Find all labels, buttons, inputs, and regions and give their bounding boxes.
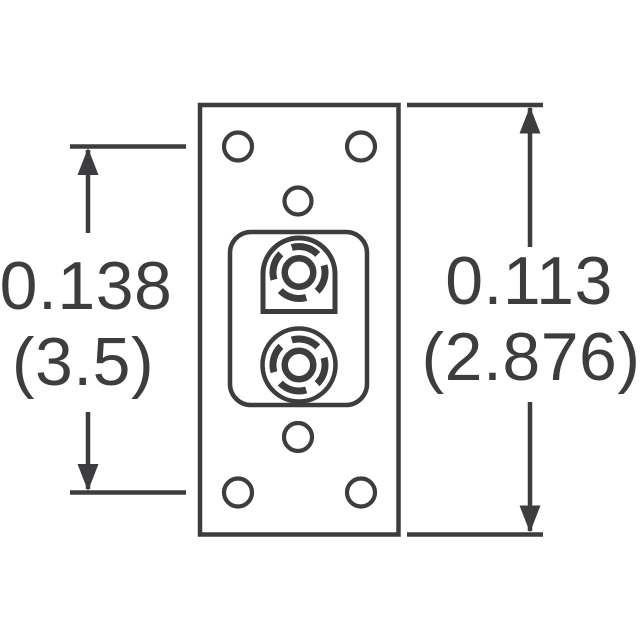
arrowhead-down-icon (519, 505, 541, 533)
dim-right-primary-label: 0.113 (445, 243, 613, 319)
mounting-hole-bottom-right (344, 476, 378, 509)
panel-plate-outline (197, 102, 401, 537)
connector-top-housing (260, 235, 338, 314)
connector-cutout-outline (227, 229, 370, 408)
mounting-hole-top-right (344, 130, 378, 163)
dim-right-secondary-label: (2.876) (422, 319, 640, 395)
mounting-hole-bottom-left (221, 476, 255, 509)
dimension-left: 0.138 (3.5) (0, 144, 186, 495)
panel-plate (197, 102, 401, 537)
dim-left-primary-label: 0.138 (0, 248, 172, 324)
arrowhead-down-icon (77, 464, 99, 491)
dimension-right: 0.113 (2.876) (407, 102, 640, 537)
dim-left-secondary-label: (3.5) (12, 324, 154, 400)
pilot-hole-bottom (281, 420, 315, 454)
pilot-hole-top (282, 185, 314, 217)
arrowhead-up-icon (77, 148, 99, 175)
connector-top-face (273, 246, 325, 298)
connector-bottom-face (273, 339, 325, 391)
connector-bottom-housing (260, 326, 338, 404)
arrowhead-up-icon (519, 106, 541, 134)
mounting-hole-top-left (221, 130, 255, 163)
